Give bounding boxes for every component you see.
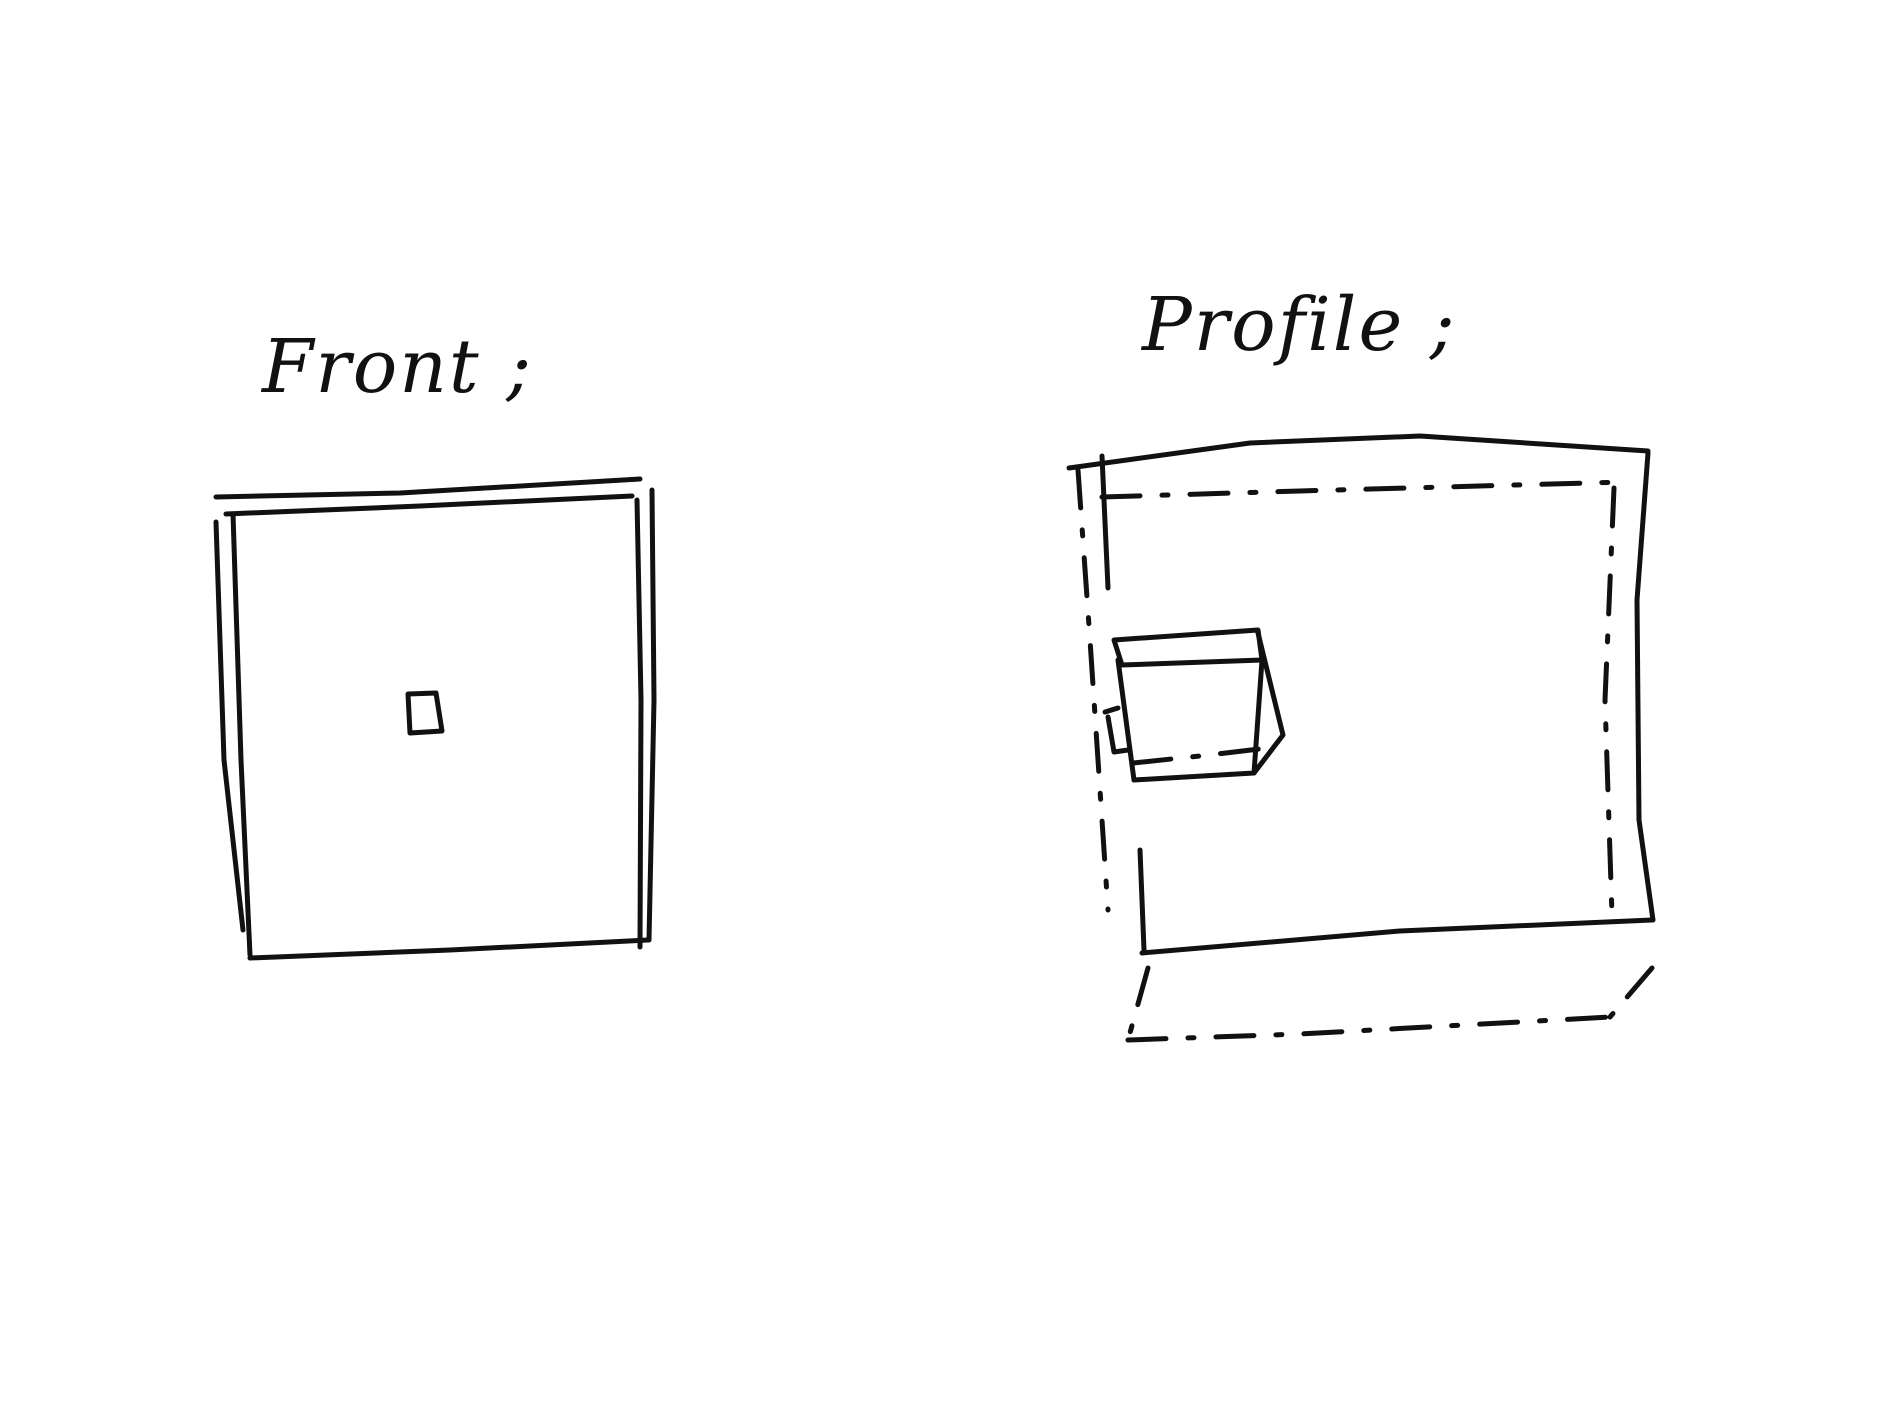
- profile-small-tab: [1105, 714, 1131, 755]
- profile-view: Profile ;: [1066, 282, 1656, 1043]
- profile-label: Profile ;: [1140, 282, 1457, 368]
- front-box: [213, 476, 657, 961]
- front-view: Front ;: [213, 324, 657, 961]
- front-label: Front ;: [260, 324, 533, 410]
- profile-box: [1066, 433, 1656, 1043]
- front-center-square: [405, 690, 445, 736]
- profile-small-box: [1102, 627, 1286, 783]
